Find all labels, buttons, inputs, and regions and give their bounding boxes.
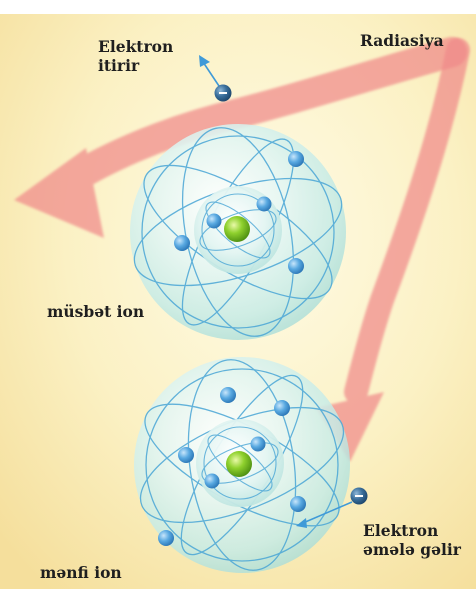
label-electron-lost: Elektron itirir xyxy=(98,37,173,75)
electron xyxy=(178,447,194,463)
electron xyxy=(257,197,272,212)
electron xyxy=(274,400,290,416)
nucleus xyxy=(224,216,250,242)
label-electron-gained: Elektron əmələ gəlir xyxy=(363,521,461,559)
electron xyxy=(288,258,304,274)
nucleus xyxy=(226,451,252,477)
label-line: Elektron xyxy=(98,37,173,56)
electron xyxy=(174,235,190,251)
label-line: Elektron xyxy=(363,521,461,540)
electron xyxy=(290,496,306,512)
label-radiation: Radiasiya xyxy=(360,31,444,50)
label-positive-ion: müsbət ion xyxy=(47,302,144,321)
label-line: əmələ gəlir xyxy=(363,540,461,559)
electron xyxy=(251,437,266,452)
electron xyxy=(288,151,304,167)
electron xyxy=(220,387,236,403)
label-negative-ion: mənfi ion xyxy=(40,563,122,582)
label-line: itirir xyxy=(98,56,173,75)
top-margin xyxy=(0,0,476,14)
electron xyxy=(207,214,222,229)
electron xyxy=(205,474,220,489)
electron xyxy=(158,530,174,546)
